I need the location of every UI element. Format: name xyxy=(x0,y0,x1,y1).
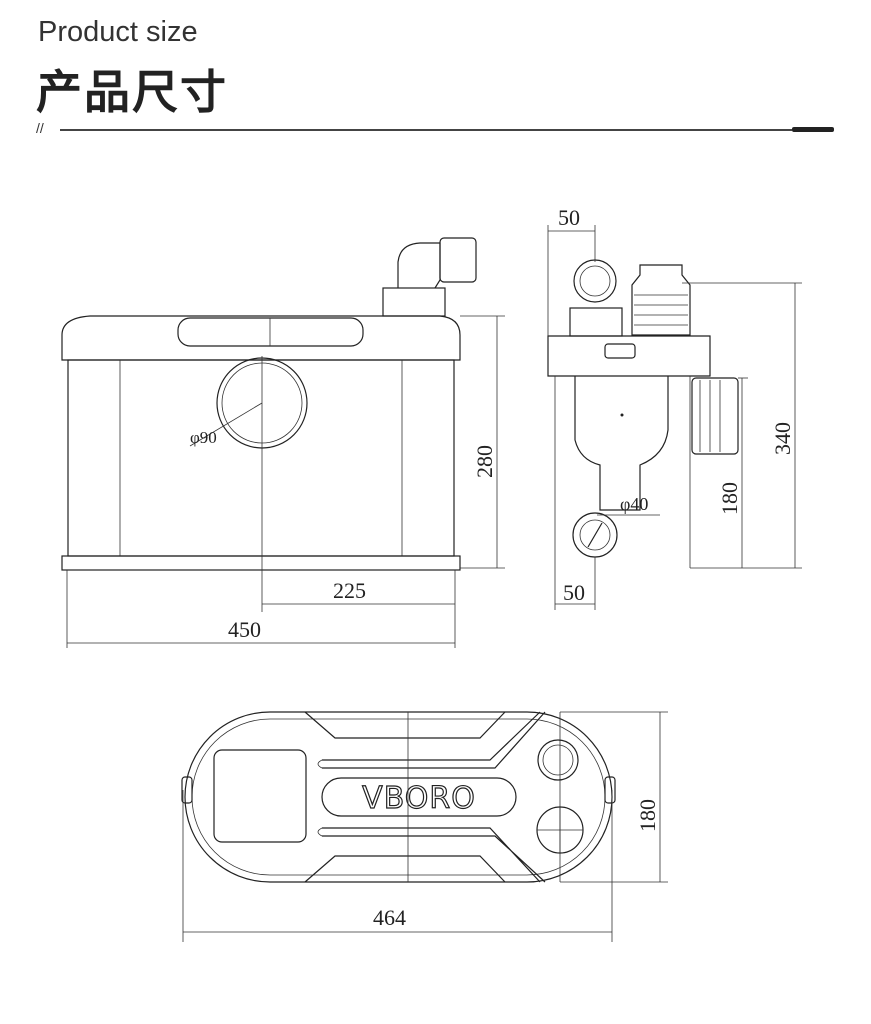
inlet-diameter-label: φ40 xyxy=(620,494,648,514)
pipe-diameter-label: φ90 xyxy=(190,428,217,447)
half-width-label: 225 xyxy=(333,578,366,603)
side-outlet-height-label: 180 xyxy=(717,482,742,515)
front-height-label: 280 xyxy=(472,445,497,478)
side-bottom-offset-label: 50 xyxy=(563,580,585,605)
divider-accent xyxy=(792,127,834,132)
side-view: 50 340 180 φ40 50 xyxy=(547,205,802,610)
side-top-offset-label: 50 xyxy=(558,205,580,230)
front-width-label: 450 xyxy=(228,617,261,642)
top-view: VBORO 180 464 xyxy=(181,711,668,942)
brand-logo: VBORO xyxy=(362,781,476,816)
section-title: 产品尺寸 xyxy=(36,65,228,119)
section-subtitle: Product size xyxy=(38,16,198,48)
divider-line xyxy=(60,129,792,131)
front-view: φ90 280 225 450 xyxy=(61,237,505,648)
top-depth-label: 180 xyxy=(635,799,660,832)
top-length-label: 464 xyxy=(373,905,406,930)
side-total-height-label: 340 xyxy=(770,422,795,455)
divider-mark: // xyxy=(36,120,44,136)
